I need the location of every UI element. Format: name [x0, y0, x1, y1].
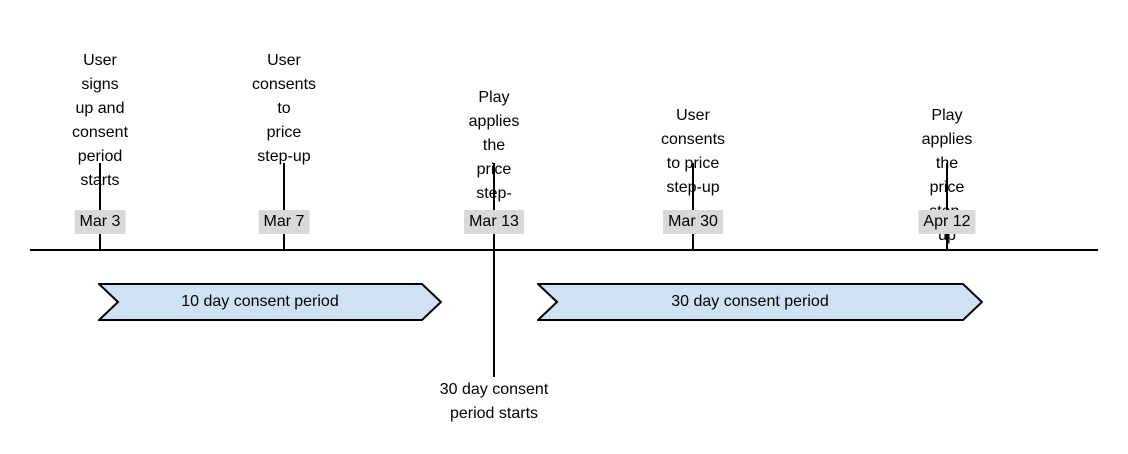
event-date-badge: Mar 13 [464, 210, 524, 234]
period-arrow-30-day: 30 day consent period [537, 283, 983, 321]
event-tick [493, 163, 495, 377]
arrow-banner-shape [537, 283, 983, 321]
event-tick [99, 163, 101, 250]
event-date-badge: Apr 12 [918, 210, 976, 234]
event-label: User consents to price step-up [660, 107, 726, 196]
event-date-badge: Mar 7 [258, 210, 310, 234]
event-tick [283, 163, 285, 250]
timeline-axis [30, 249, 1098, 251]
event-date-badge: Mar 30 [663, 210, 723, 234]
event-tick [692, 163, 694, 250]
event-date-badge: Mar 3 [74, 210, 126, 234]
event-label: Play applies the price step-up [921, 107, 973, 244]
period-label: 10 day consent period [181, 293, 339, 310]
event-label: User consents to price step-up [251, 52, 317, 165]
event-tick [946, 163, 948, 250]
event-label: Play applies the price step-up [468, 89, 520, 226]
period-label: 30 day consent period [671, 293, 829, 310]
period-arrow-10-day: 10 day consent period [98, 283, 442, 321]
arrow-banner-shape [98, 283, 442, 321]
event-label: User signs up and consent period starts [71, 52, 129, 189]
annotation-30-day-period-starts: 30 day consent period starts [439, 381, 549, 422]
